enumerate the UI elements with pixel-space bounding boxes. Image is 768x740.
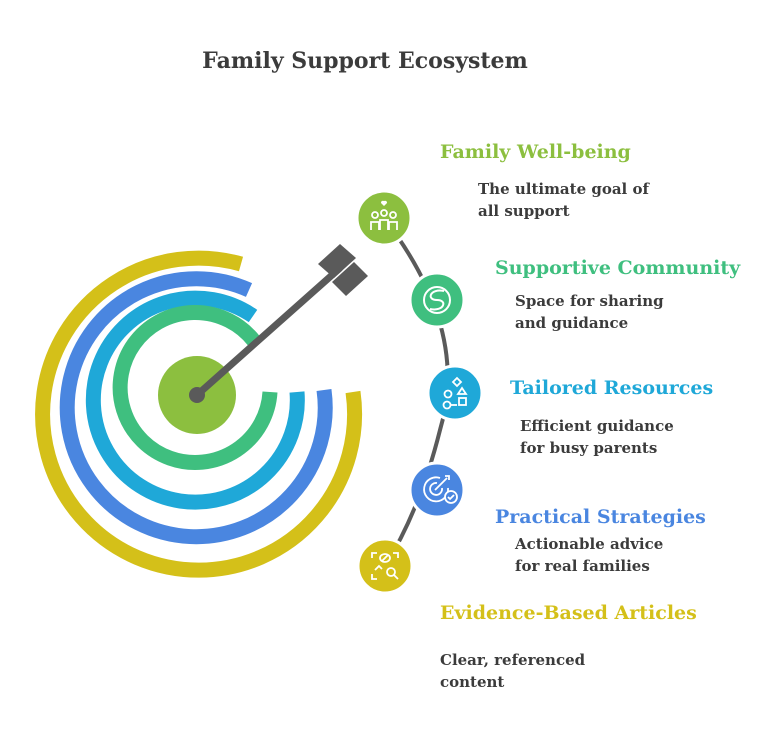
step-label-family-wellbeing: Family Well-being xyxy=(440,141,631,163)
step-label-tailored-resources: Tailored Resources xyxy=(510,377,714,399)
target-ring-green xyxy=(112,305,278,470)
community-s-icon xyxy=(423,286,451,314)
target-arrow xyxy=(189,244,368,403)
article-search-icon xyxy=(371,552,399,580)
desc-line: for real families xyxy=(515,557,650,575)
target-ring-blue xyxy=(59,271,333,545)
step-desc-practical-strategies: Actionable advice for real families xyxy=(515,533,735,577)
step-desc-family-wellbeing: The ultimate goal of all support xyxy=(478,178,698,222)
step-circle-evidence-based-articles xyxy=(356,537,414,595)
target-rings xyxy=(35,250,363,578)
step-desc-evidence-based-articles: Clear, referenced content xyxy=(440,649,660,693)
target-ring-yellow xyxy=(35,250,363,578)
desc-line: Clear, referenced xyxy=(440,651,586,669)
arrow-fletching-2 xyxy=(332,262,368,296)
desc-line: The ultimate goal of xyxy=(478,180,649,198)
page-title: Family Support Ecosystem xyxy=(202,48,528,74)
step-desc-supportive-community: Space for sharing and guidance xyxy=(515,290,735,334)
shapes-resources-icon xyxy=(442,376,468,410)
desc-line: all support xyxy=(478,202,570,220)
target-check-icon xyxy=(423,475,458,504)
step-label-supportive-community: Supportive Community xyxy=(495,257,741,279)
desc-line: Space for sharing xyxy=(515,292,664,310)
desc-line: content xyxy=(440,673,505,691)
step-label-practical-strategies: Practical Strategies xyxy=(495,506,706,528)
step-circle-supportive-community xyxy=(408,271,466,329)
desc-line: Efficient guidance xyxy=(520,417,674,435)
target-ring-cyan xyxy=(85,290,305,510)
step-circle-family-wellbeing xyxy=(355,189,413,247)
arrow-fletching-1 xyxy=(318,244,356,278)
step-circle-tailored-resources xyxy=(426,364,484,422)
step-label-evidence-based-articles: Evidence-Based Articles xyxy=(440,602,697,624)
desc-line: for busy parents xyxy=(520,439,658,457)
desc-line: Actionable advice xyxy=(515,535,664,553)
desc-line: and guidance xyxy=(515,314,629,332)
family-group-icon xyxy=(370,200,398,230)
step-desc-tailored-resources: Efficient guidance for busy parents xyxy=(520,415,740,459)
step-circle-practical-strategies xyxy=(408,461,466,519)
